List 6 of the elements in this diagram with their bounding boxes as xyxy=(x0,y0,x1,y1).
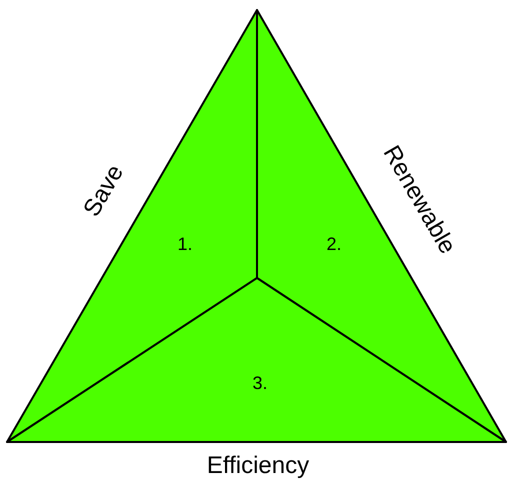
section-number: 3. xyxy=(252,374,268,392)
triangle-section xyxy=(5,276,508,444)
section-number: 1. xyxy=(178,235,192,253)
section-number: 2. xyxy=(326,235,342,253)
side-label: Efficiency xyxy=(206,454,310,478)
triangle-section xyxy=(255,8,508,444)
